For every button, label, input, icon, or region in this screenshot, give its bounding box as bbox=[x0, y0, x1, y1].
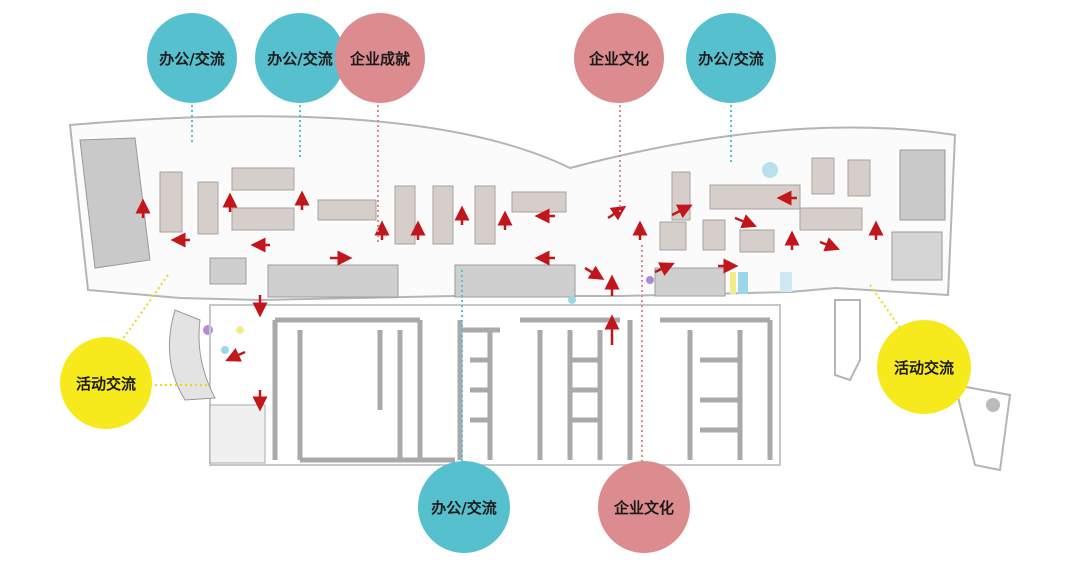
office-bubble-2: 办公/交流 bbox=[255, 13, 345, 103]
culture-bubble-top: 企业文化 bbox=[574, 13, 664, 103]
right-room-2 bbox=[891, 231, 943, 281]
circulation-arrows bbox=[135, 190, 884, 412]
left-lounge bbox=[168, 309, 216, 401]
right-room bbox=[899, 149, 946, 221]
achievement-bubble: 企业成就 bbox=[335, 13, 425, 103]
lower-offices bbox=[272, 317, 773, 463]
left-core bbox=[209, 404, 266, 464]
lounge-seating bbox=[203, 162, 792, 354]
office-bubble-1: 办公/交流 bbox=[147, 13, 237, 103]
office-bubble-3: 办公/交流 bbox=[686, 13, 776, 103]
meeting-rooms bbox=[209, 257, 726, 298]
office-bubble-bottom: 办公/交流 bbox=[418, 461, 510, 553]
right-stair bbox=[834, 299, 1012, 472]
left-wing bbox=[79, 137, 151, 269]
activity-bubble-left: 活动交流 bbox=[60, 337, 152, 429]
culture-bubble-bottom: 企业文化 bbox=[598, 461, 690, 553]
activity-bubble-right: 活动交流 bbox=[877, 320, 971, 414]
